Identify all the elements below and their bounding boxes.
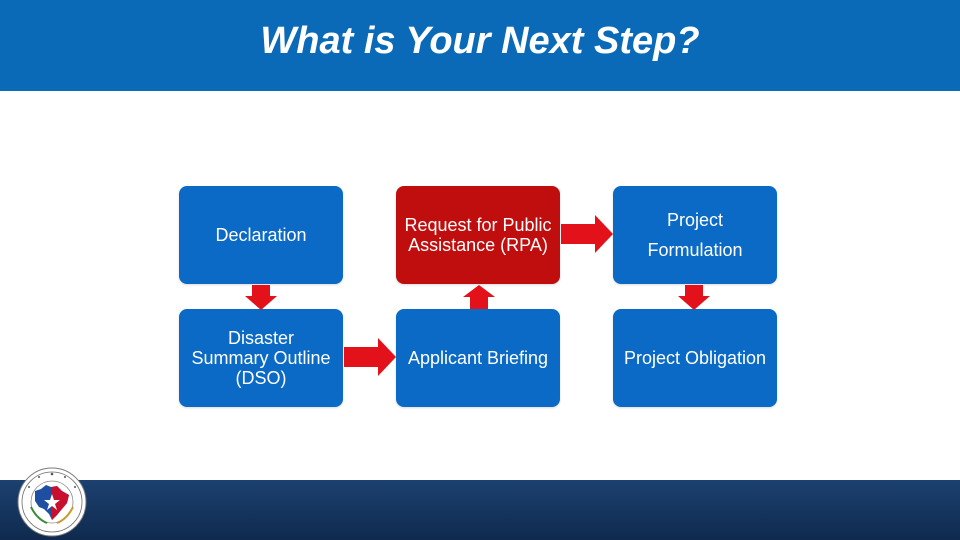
step-declaration: Declaration bbox=[179, 186, 343, 284]
step-dso-label: Disaster Summary Outline (DSO) bbox=[191, 328, 331, 388]
arrow-rpa-to-formulation-icon bbox=[561, 215, 613, 253]
header-bar: What is Your Next Step? bbox=[0, 0, 960, 91]
step-rpa: Request for Public Assistance (RPA) bbox=[396, 186, 560, 284]
step-applicant-briefing-label: Applicant Briefing bbox=[407, 348, 549, 368]
arrow-declaration-to-dso-icon bbox=[245, 285, 277, 310]
step-declaration-label: Declaration bbox=[215, 225, 307, 245]
arrow-formulation-to-obligation-icon bbox=[678, 285, 710, 310]
step-project-formulation-label: Project Formulation bbox=[647, 210, 743, 260]
step-applicant-briefing: Applicant Briefing bbox=[396, 309, 560, 407]
page-title: What is Your Next Step? bbox=[260, 20, 700, 62]
arrow-dso-to-briefing-icon bbox=[344, 338, 396, 376]
step-project-obligation: Project Obligation bbox=[613, 309, 777, 407]
footer-bar bbox=[0, 480, 960, 540]
texas-seal-icon bbox=[17, 467, 87, 537]
step-dso: Disaster Summary Outline (DSO) bbox=[179, 309, 343, 407]
arrow-briefing-to-rpa-icon bbox=[463, 285, 495, 309]
step-rpa-label: Request for Public Assistance (RPA) bbox=[404, 215, 552, 255]
step-project-obligation-label: Project Obligation bbox=[623, 348, 767, 368]
step-project-formulation: Project Formulation bbox=[613, 186, 777, 284]
